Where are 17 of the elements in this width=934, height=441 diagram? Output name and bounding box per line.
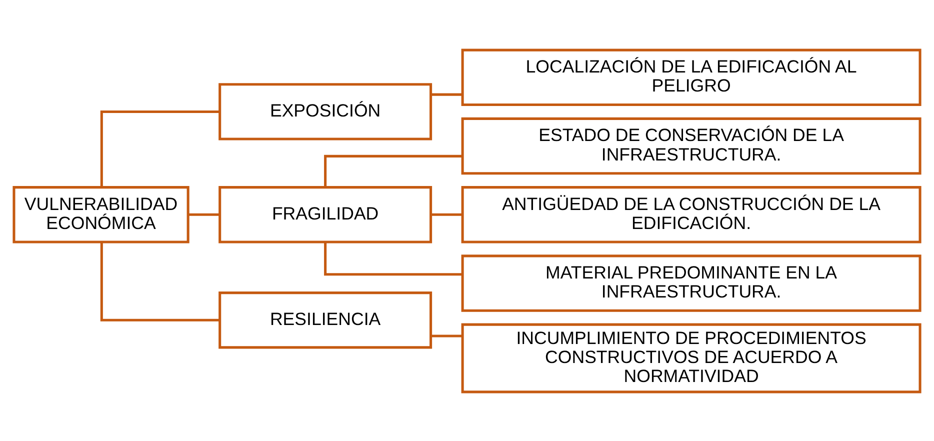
node-box: INCUMPLIMIENTO DE PROCEDIMIENTOS CONSTRUCTIVOS DE ACUERDO A NORMATIVIDAD [461, 322, 922, 393]
connector [188, 212, 220, 216]
connector [324, 242, 462, 276]
node-box: RESILIENCIA [218, 291, 432, 348]
connector [431, 92, 462, 96]
node-box: LOCALIZACIÓN DE LA EDIFICACIÓN AL PELIGRO [461, 48, 922, 106]
node-box: VULNERABILIDAD ECONÓMICA [12, 186, 190, 243]
node-box: EXPOSICIÓN [218, 82, 432, 140]
node-box: ESTADO DE CONSERVACIÓN DE LA INFRAESTRUCTURA. [461, 116, 922, 174]
node-box: MATERIAL PREDOMINANTE EN LA INFRAESTRUCTURA. [461, 254, 922, 312]
node-box: ANTIGÜEDAD DE LA CONSTRUCCIÓN DE LA EDIFICACIÓN. [461, 186, 922, 243]
connector [100, 242, 220, 321]
node-box: FRAGILIDAD [218, 186, 432, 243]
connector [431, 334, 462, 337]
connector [324, 154, 462, 187]
connector [431, 212, 462, 216]
connector [100, 110, 220, 187]
